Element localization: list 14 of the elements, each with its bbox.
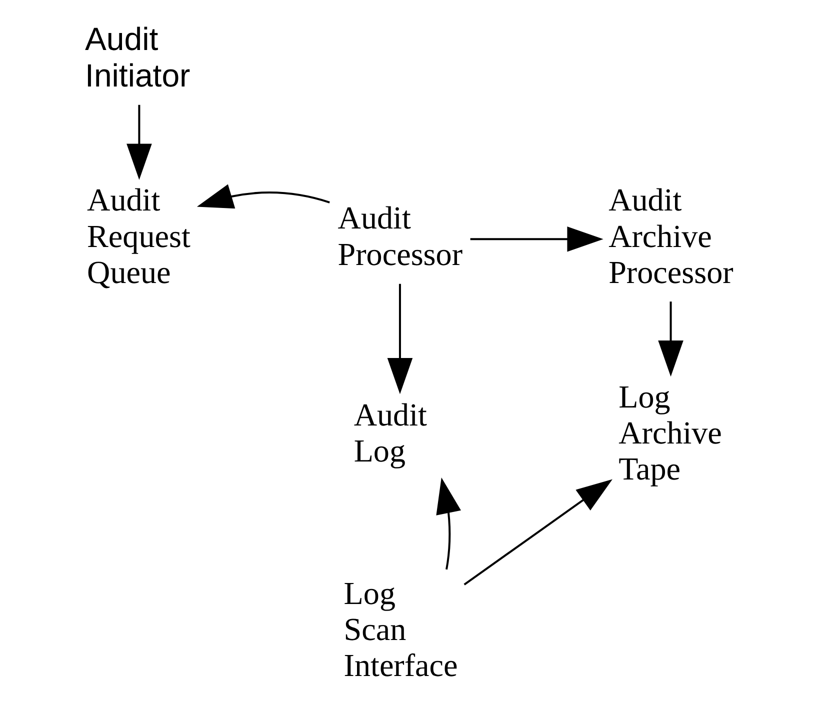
node-text: Audit Processor [338, 200, 463, 272]
node-text: Log Archive Tape [618, 378, 722, 486]
arrow [387, 284, 413, 394]
arrow [196, 184, 330, 209]
node-text: Audit Initiator [85, 21, 190, 94]
node-text: Log Scan Interface [344, 574, 458, 684]
arrow [464, 479, 612, 586]
node-text: Audit Archive Processor [608, 182, 734, 290]
node-text: Audit Request Queue [87, 182, 190, 290]
arrow [658, 302, 684, 377]
arrow [126, 104, 152, 180]
arrow [470, 226, 604, 252]
node-text: Audit Log [354, 396, 427, 468]
arrow [436, 478, 461, 570]
